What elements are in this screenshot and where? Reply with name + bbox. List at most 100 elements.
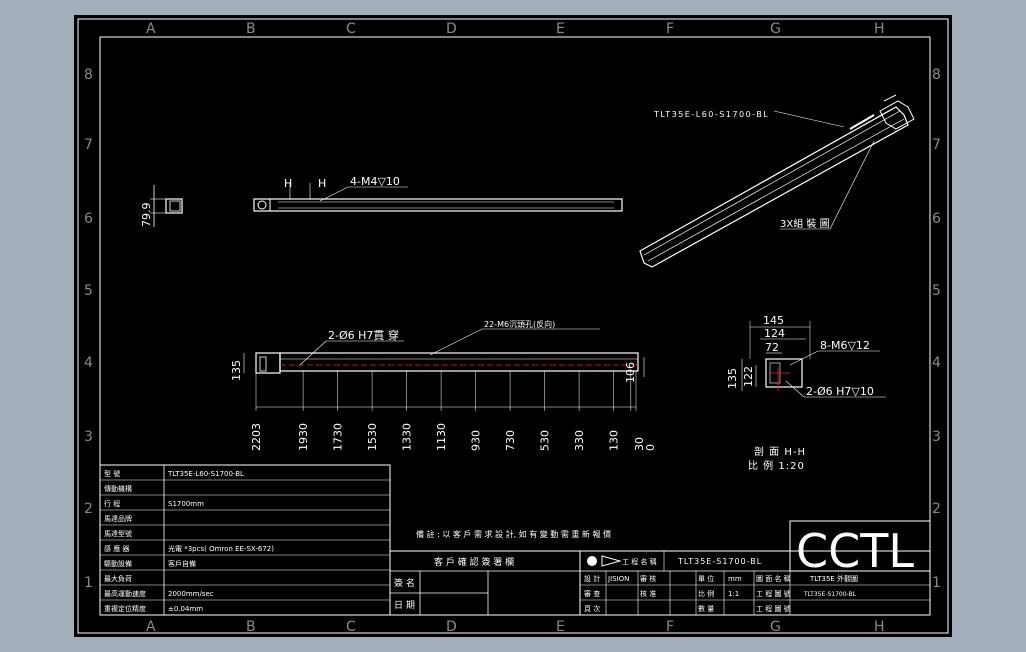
position-label: 730: [504, 430, 517, 451]
spec-label: 感 應 器: [104, 544, 129, 553]
grid-row-label: 6: [932, 211, 941, 227]
spec-label: 傳動機構: [104, 484, 132, 493]
grid-row-label: 2: [932, 501, 941, 517]
spec-label: 馬達品牌: [104, 514, 132, 523]
spec-label: 最高運動速度: [104, 589, 146, 598]
grid-row-label: 8: [84, 67, 93, 83]
grid-row-label: 4: [932, 355, 941, 371]
grid-col-label: G: [770, 619, 781, 635]
front-left-dim: 135: [230, 360, 243, 381]
spec-label: 行 程: [104, 499, 120, 508]
grid-col-label: H: [874, 21, 885, 37]
name-label: 圖 面 名 稱: [756, 574, 791, 583]
grid-row-label: 8: [932, 67, 941, 83]
spec-value: 光電 *3pcs( Omron EE-SX-672): [168, 544, 274, 553]
approved-label: 核 准: [640, 589, 656, 598]
grid-col-label: E: [556, 21, 565, 37]
grid-row-label: 7: [84, 137, 93, 153]
grid-columns-bottom: A B C D E F G H: [146, 619, 885, 635]
spec-value: 2000mm/sec: [168, 590, 214, 598]
grid-col-label: A: [146, 619, 156, 635]
front-mid-note: 22-M6沉頭孔(反向): [484, 319, 555, 329]
scale-label: 比 例: [698, 589, 714, 598]
section-hole-note: 2-Ø6 H7▽10: [806, 385, 874, 398]
top-view-rail: H H 4-M4▽10: [253, 175, 623, 212]
grid-col-label: B: [246, 619, 256, 635]
position-label: 1330: [401, 423, 414, 451]
position-label: 1730: [332, 423, 345, 451]
dwg-no-label: 工 程 圖 號: [756, 589, 791, 598]
grid-row-label: 7: [932, 137, 941, 153]
grid-row-label: 2: [84, 501, 93, 517]
grid-row-label: 4: [84, 355, 93, 371]
spec-label: 最大負荷: [104, 574, 132, 583]
spec-value: TLT35E-L60-S1700-BL: [167, 470, 244, 478]
page-label: 頁 次: [584, 604, 600, 613]
section-title: 剖 面 H-H: [754, 445, 806, 458]
position-label: 0: [644, 444, 657, 451]
title-block: CCTL 工 程 名 稱 TLT35E-S1700-BL 設 計 JISION …: [579, 520, 931, 616]
grid-col-label: E: [556, 619, 565, 635]
name-value: TLT35E 外觀圖: [809, 574, 858, 583]
top-view-note: 4-M4▽10: [350, 175, 400, 188]
h-mark: H: [284, 177, 292, 190]
section-dim-72: 72: [765, 341, 779, 354]
grid-col-label: D: [446, 619, 457, 635]
grid-col-label: H: [874, 619, 885, 635]
dwg-no-value: TLT35E-S1700-BL: [803, 591, 857, 598]
reviewed-label: 審 查: [584, 589, 600, 598]
position-label: 530: [539, 430, 552, 451]
grid-row-label: 3: [932, 429, 941, 445]
grid-col-label: G: [770, 21, 781, 37]
section-dim-122: 122: [742, 366, 755, 387]
grid-row-label: 1: [84, 575, 93, 591]
cad-drawing: A B C D E F G H A B C D E F G H 8 7 6 5 …: [77, 18, 949, 635]
grid-col-label: F: [666, 21, 674, 37]
spec-label: 型 號: [104, 469, 120, 478]
date-label: 日 期: [394, 600, 415, 611]
isometric-view: TLT35E-L60-S1700-BL 3X組 裝 圖: [639, 94, 915, 268]
sign-label: 簽 名: [394, 577, 415, 589]
spec-value: S1700mm: [168, 500, 204, 508]
customer-confirm-block: 客 戶 確 認 簽 署 欄 簽 名 日 期: [389, 550, 581, 616]
position-label: 930: [470, 430, 483, 451]
section-dim-124: 124: [764, 327, 785, 340]
grid-rows-right: 8 7 6 5 4 3 2 1: [932, 67, 941, 591]
grid-columns-top: A B C D E F G H: [146, 21, 885, 37]
iso-assembly-note: 3X組 裝 圖: [780, 217, 830, 230]
unit-label: 單 位: [698, 574, 714, 583]
position-label: 1530: [366, 423, 379, 451]
grid-col-label: A: [146, 21, 156, 37]
spec-value: 客戶自備: [168, 559, 196, 568]
section-dim-135: 135: [726, 368, 739, 389]
spec-label: 驅動設備: [104, 559, 132, 568]
customer-confirm-label: 客 戶 確 認 簽 署 欄: [434, 556, 514, 568]
grid-col-label: D: [446, 21, 457, 37]
scale-value: 1:1: [728, 590, 739, 598]
cctl-logo: CCTL: [796, 524, 914, 578]
section-scale: 比 例 1:20: [748, 459, 805, 472]
grid-row-label: 6: [84, 211, 93, 227]
position-label: 2203: [250, 423, 263, 451]
left-dim-label: 79.9: [140, 203, 153, 228]
grid-row-label: 5: [84, 283, 93, 299]
grid-col-label: B: [246, 21, 256, 37]
h-mark: H: [318, 177, 326, 190]
grid-col-label: F: [666, 619, 674, 635]
front-hole-note: 2-Ø6 H7貫 穿: [328, 328, 399, 342]
designer-label: 設 計: [584, 574, 600, 583]
section-dim-145: 145: [763, 314, 784, 327]
section-view: 145 124 72 135 122 8-M6▽12 2-Ø6 H7▽10 剖 …: [726, 314, 886, 472]
unit-value: mm: [728, 575, 742, 583]
grid-row-label: 1: [932, 575, 941, 591]
grid-col-label: C: [346, 619, 356, 635]
position-label: 330: [573, 430, 586, 451]
grid-row-label: 3: [84, 429, 93, 445]
spec-label: 馬達型號: [104, 529, 132, 538]
front-right-dim: 106: [624, 362, 637, 383]
section-m6-note: 8-M6▽12: [820, 339, 870, 352]
